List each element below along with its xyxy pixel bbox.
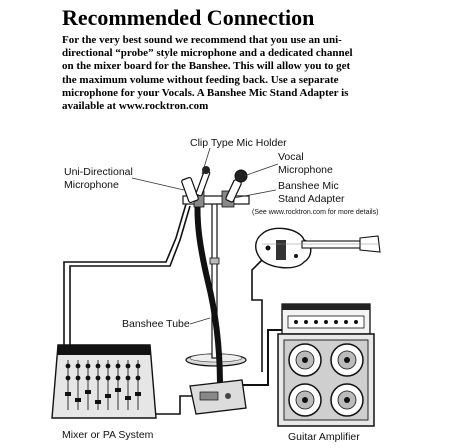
banshee-to-amp-cable [240, 329, 292, 386]
amp-speaker [330, 383, 364, 417]
uni-directional-label: Uni-Directional [64, 166, 133, 178]
amp-cabinet [277, 333, 375, 427]
banshee-to-mixer-cable [149, 395, 196, 415]
mixer-label: Mixer or PA System [62, 429, 154, 441]
amp-speaker [288, 383, 322, 417]
intro-line: directional “probe” style microphone and… [62, 47, 353, 60]
stand-adapter-label: Stand Adapter [278, 193, 345, 205]
amp-head [281, 303, 371, 335]
uni-directional-microphone-label: Microphone [64, 179, 119, 191]
intro-line: the maximum volume without feeding back.… [62, 73, 339, 86]
vocal-microphone [225, 169, 248, 203]
adapter-note-label: (See www.rocktron.com for more details) [252, 209, 378, 216]
intro-line: on the mixer board for the Banshee. This… [62, 60, 351, 73]
leader-lines [131, 147, 279, 325]
mic-to-mixer-cable-2 [69, 205, 191, 345]
mic-to-mixer-cable [63, 203, 187, 345]
electric-guitar [255, 227, 381, 269]
amp-speaker [288, 343, 322, 377]
page-heading: Recommended Connection [62, 5, 315, 30]
guitar-amplifier-label: Guitar Amplifier [288, 431, 360, 443]
amp-speaker [330, 343, 364, 377]
vocal-microphone-label: Microphone [278, 164, 333, 176]
banshee-mic-label: Banshee Mic [278, 180, 339, 192]
intro-paragraph: For the very best sound we recommend tha… [62, 34, 462, 113]
banshee-tube [194, 193, 223, 389]
clip-mic-holder-label: Clip Type Mic Holder [190, 137, 287, 149]
intro-line: available at www.rocktron.com [62, 100, 209, 113]
intro-line: microphone for your Vocals. A Banshee Mi… [62, 86, 349, 99]
banshee-pedal [189, 379, 247, 415]
guitar-to-banshee-cable [251, 259, 263, 372]
banshee-tube-label: Banshee Tube [122, 318, 190, 330]
mixer-board [51, 344, 157, 419]
intro-line: For the very best sound we recommend tha… [62, 34, 342, 46]
vocal-label: Vocal [278, 151, 304, 163]
